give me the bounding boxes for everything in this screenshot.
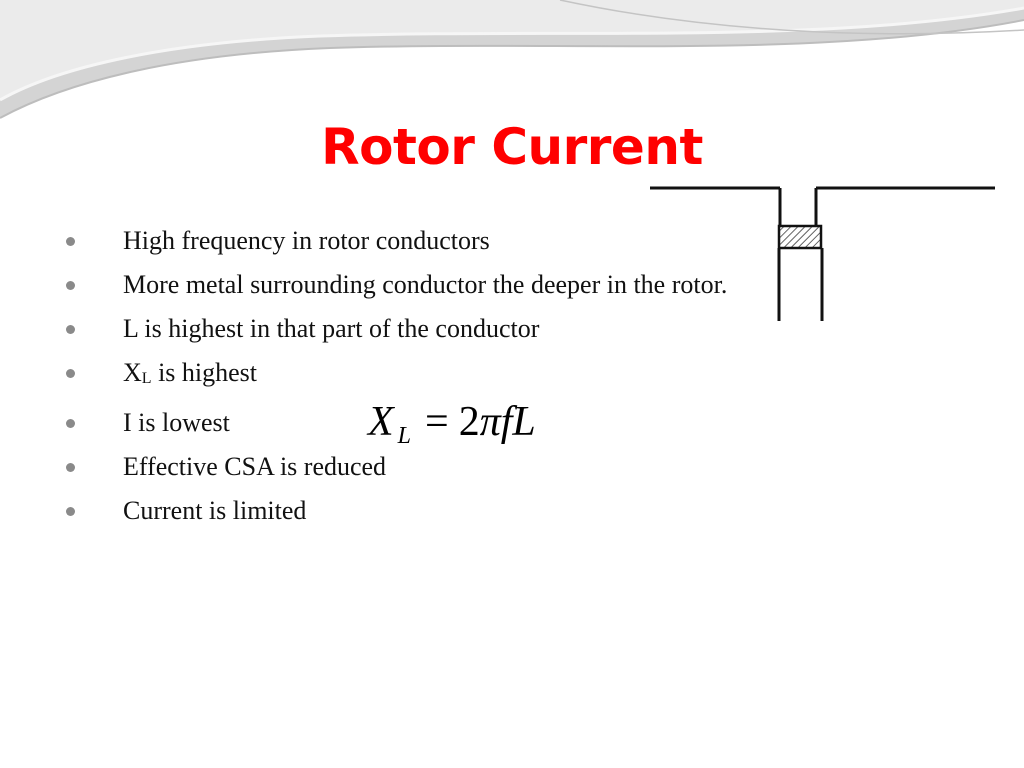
formula-coefficient: 2: [458, 399, 480, 445]
bullet-text: Current is limited: [123, 496, 307, 525]
bullet-dot-icon: [66, 281, 75, 290]
bullet-list: High frequency in rotor conductors More …: [60, 222, 840, 536]
bullet-text: High frequency in rotor conductors: [123, 226, 490, 255]
rotor-slot-diagram: [650, 186, 995, 321]
bullet-item: L is highest in that part of the conduct…: [60, 310, 840, 348]
slide-title: Rotor Current: [321, 118, 703, 176]
bullet-text-rest: is highest: [151, 358, 258, 387]
bullet-dot-icon: [66, 325, 75, 334]
bullet-text: Effective CSA is reduced: [123, 452, 387, 481]
bullet-dot-icon: [66, 237, 75, 246]
formula-lhs-subscript: L: [397, 423, 412, 449]
formula-pi: π: [479, 399, 501, 445]
bullet-text: More metal surrounding conductor the dee…: [123, 270, 728, 299]
bullet-item: XL is highest: [60, 354, 840, 398]
bullet-dot-icon: [66, 369, 75, 378]
formula-equals: =: [425, 399, 449, 445]
formula-lhs: X: [368, 399, 394, 445]
header-swoosh-decoration: [0, 0, 1024, 119]
bullet-text: L is highest in that part of the conduct…: [123, 314, 540, 343]
bullet-item: High frequency in rotor conductors: [60, 222, 840, 260]
bullet-text-main: X: [123, 358, 142, 387]
bullet-text: I is lowest: [123, 408, 230, 437]
bullet-text-subscript: L: [141, 370, 152, 387]
bullet-item: Effective CSA is reduced: [60, 448, 840, 486]
bullet-dot-icon: [66, 419, 75, 428]
bullet-dot-icon: [66, 507, 75, 516]
bullet-item: Current is limited: [60, 492, 840, 530]
bullet-item: I is lowest: [60, 404, 840, 442]
formula-rhs: fL: [500, 399, 536, 445]
bullet-item: More metal surrounding conductor the dee…: [60, 266, 840, 304]
bullet-dot-icon: [66, 463, 75, 472]
